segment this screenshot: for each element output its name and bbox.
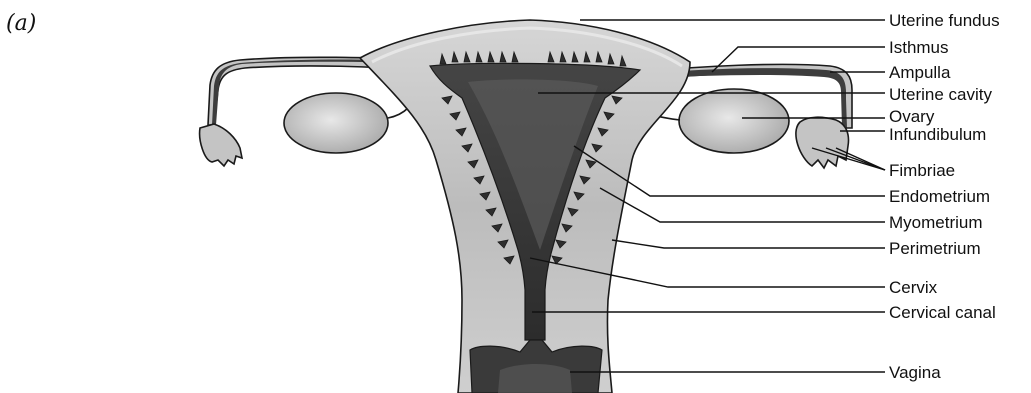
labels: Uterine fundus Isthmus Ampulla Uterine c… — [889, 11, 1000, 382]
label-perimetrium: Perimetrium — [889, 239, 981, 258]
label-isthmus: Isthmus — [889, 38, 949, 57]
label-uterine-cavity: Uterine cavity — [889, 85, 992, 104]
label-myometrium: Myometrium — [889, 213, 983, 232]
right-ovary — [679, 89, 789, 153]
panel-letter: (a) — [6, 11, 36, 36]
label-cervix: Cervix — [889, 278, 938, 297]
left-ovary — [284, 93, 388, 153]
label-fimbriae: Fimbriae — [889, 161, 955, 180]
label-cervical-canal: Cervical canal — [889, 303, 996, 322]
label-ovary: Ovary — [889, 107, 935, 126]
label-infundibulum: Infundibulum — [889, 125, 986, 144]
label-endometrium: Endometrium — [889, 187, 990, 206]
label-ampulla: Ampulla — [889, 63, 951, 82]
label-uterine-fundus: Uterine fundus — [889, 11, 1000, 30]
label-vagina: Vagina — [889, 363, 941, 382]
